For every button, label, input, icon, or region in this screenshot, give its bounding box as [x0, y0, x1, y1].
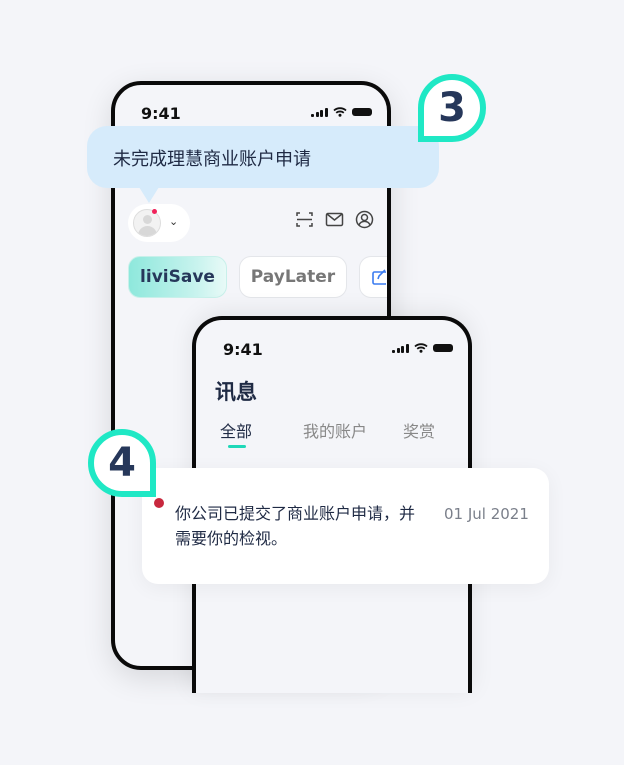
status-time: 9:41 — [223, 340, 263, 359]
wifi-icon — [332, 107, 347, 117]
callout-text: 未完成理慧商业账户申请 — [113, 149, 311, 170]
step-badge-4: 4 — [88, 429, 156, 497]
page-title: 讯息 — [215, 380, 257, 404]
account-switcher[interactable]: ⌄ — [128, 204, 190, 242]
chevron-down-icon: ⌄ — [169, 215, 179, 228]
tab-rewards[interactable]: 奖赏 — [403, 422, 436, 441]
mail-icon[interactable] — [325, 210, 344, 229]
edit-icon — [372, 269, 386, 285]
callout-bubble: 未完成理慧商业账户申请 — [87, 126, 439, 203]
notification-dot — [152, 209, 157, 214]
wifi-icon — [413, 343, 428, 353]
message-card[interactable]: 你公司已提交了商业账户申请，并需要你的检视。 01 Jul 2021 — [142, 468, 549, 584]
status-icons — [311, 107, 372, 117]
profile-icon[interactable] — [355, 210, 374, 229]
active-tab-indicator — [228, 445, 246, 448]
signal-icon — [311, 107, 328, 117]
chip-more[interactable] — [359, 256, 387, 298]
scan-icon[interactable] — [295, 210, 314, 229]
avatar — [133, 209, 161, 237]
step-badge-3: 3 — [418, 74, 486, 142]
battery-icon — [432, 344, 453, 352]
tab-my-accounts[interactable]: 我的账户 — [303, 422, 368, 441]
tab-all[interactable]: 全部 — [220, 422, 253, 441]
signal-icon — [392, 343, 409, 353]
chip-livisave[interactable]: liviSave — [128, 256, 227, 298]
status-time: 9:41 — [141, 104, 181, 123]
message-date: 01 Jul 2021 — [444, 505, 529, 523]
status-icons — [392, 343, 453, 353]
unread-dot — [154, 498, 164, 508]
message-text: 你公司已提交了商业账户申请，并需要你的检视。 — [175, 504, 416, 548]
battery-icon — [351, 108, 372, 116]
chip-paylater[interactable]: PayLater — [239, 256, 347, 298]
